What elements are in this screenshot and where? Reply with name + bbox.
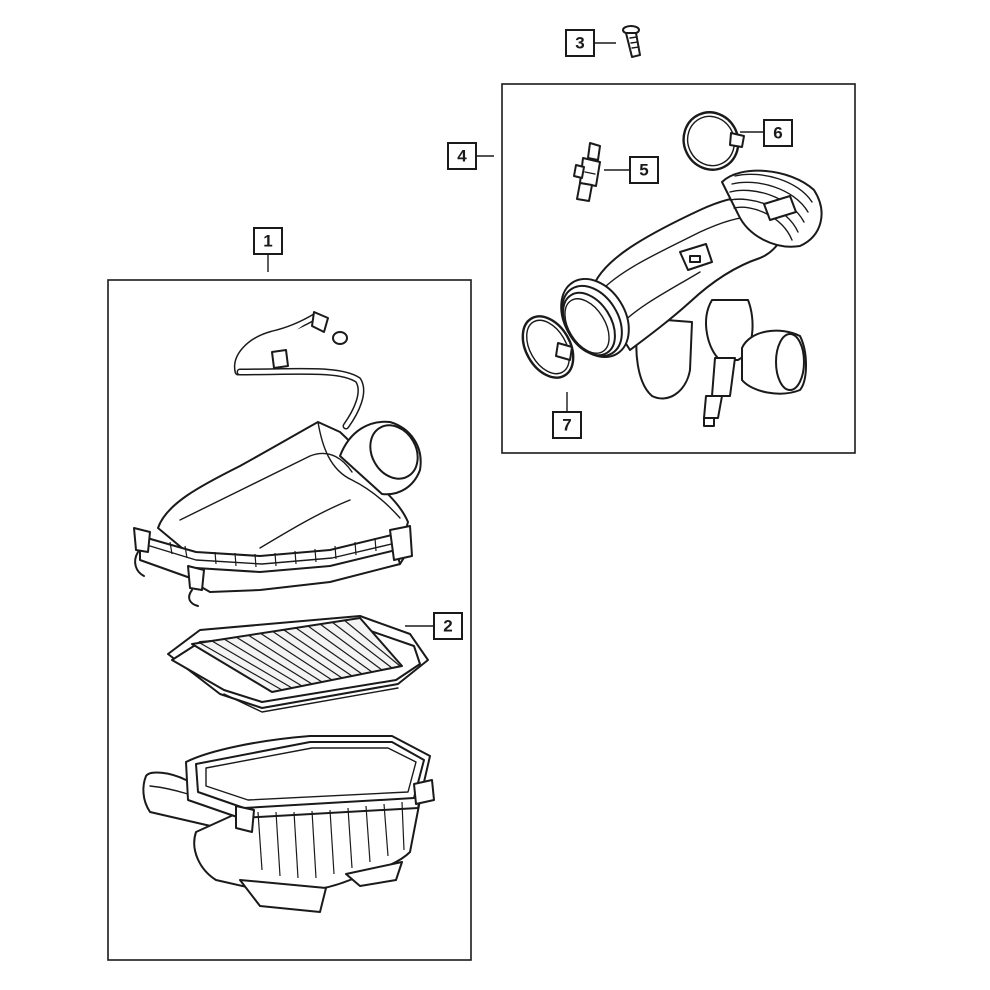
callout-7-label: 7: [562, 416, 571, 435]
callout-3-label: 3: [575, 34, 584, 53]
callout-5[interactable]: 5: [604, 156, 659, 184]
lower-clamp-part[interactable]: [512, 307, 583, 386]
filter-pleats: [199, 619, 401, 691]
callout-6-label: 6: [773, 124, 782, 143]
sensor-part[interactable]: [573, 142, 601, 202]
air-cleaner-group-frame: [107, 279, 472, 961]
upper-clamp-part[interactable]: [674, 103, 747, 178]
callout-4[interactable]: 4: [447, 142, 494, 170]
inlet-duct-part[interactable]: [547, 169, 823, 427]
callout-6[interactable]: 6: [740, 119, 793, 147]
air-cleaner-cover-part[interactable]: [133, 311, 427, 607]
callout-3[interactable]: 3: [565, 29, 616, 57]
callout-2[interactable]: 2: [405, 612, 463, 640]
base-ribs: [257, 801, 405, 879]
callout-1-label: 1: [263, 232, 272, 251]
callout-5-label: 5: [639, 161, 648, 180]
callout-4-label: 4: [457, 147, 467, 166]
air-cleaner-base-part[interactable]: [142, 735, 435, 913]
bolt-part[interactable]: [622, 25, 641, 58]
air-filter-part[interactable]: [167, 615, 429, 713]
callout-1[interactable]: 1: [253, 227, 283, 272]
inlet-duct-group-frame: [501, 83, 856, 454]
callout-2-label: 2: [443, 617, 452, 636]
cover-ribs: [169, 537, 377, 568]
callout-7[interactable]: 7: [552, 392, 582, 439]
